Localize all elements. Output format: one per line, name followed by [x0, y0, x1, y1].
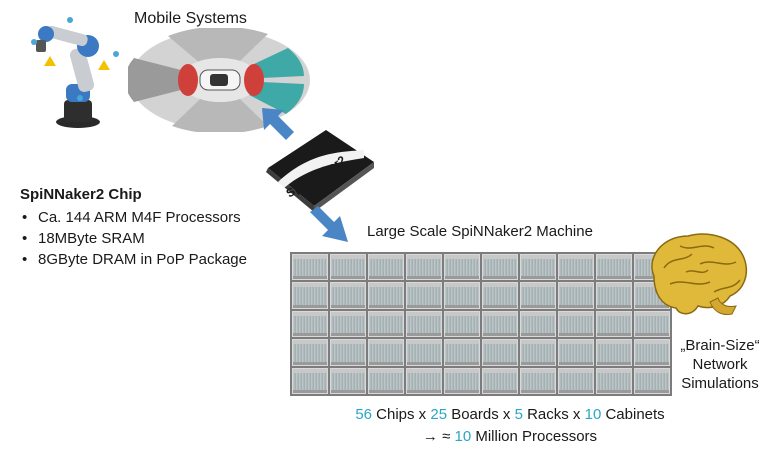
rack-board [368, 282, 404, 309]
boards-label: Boards x [447, 406, 515, 423]
rack-board [292, 282, 328, 309]
machine-title: Large Scale SpiNNaker2 Machine [367, 223, 593, 240]
brain-label-line: „Brain-Size“ [680, 337, 760, 354]
scale-formula: 56 Chips x 25 Boards x 5 Racks x 10 Cabi… [300, 404, 720, 448]
rack-board [330, 282, 366, 309]
machine-rack-grid [290, 252, 672, 396]
rack-board [634, 367, 670, 394]
mobile-systems-title: Mobile Systems [134, 10, 247, 27]
chips-label: Chips x [372, 406, 431, 423]
chips-count: 56 [355, 406, 372, 423]
rack-board [406, 282, 442, 309]
formula-line-1: 56 Chips x 25 Boards x 5 Racks x 10 Cabi… [300, 404, 720, 426]
chip-bullet: 18MByte SRAM [20, 228, 247, 249]
rack-board [558, 282, 594, 309]
chip-bullet: 8GByte DRAM in PoP Package [20, 249, 247, 270]
racks-label: Racks x [522, 406, 585, 423]
rack-board [482, 282, 518, 309]
rack-board [292, 310, 328, 338]
rack-board [558, 254, 594, 281]
rack-board [558, 310, 594, 338]
cabinets-count: 10 [584, 406, 602, 423]
rack-board [482, 367, 518, 394]
rack-board [368, 367, 404, 394]
rack-board [482, 339, 518, 366]
chip-heading: SpiNNaker2 Chip [20, 186, 142, 203]
rack-board [520, 254, 556, 281]
racks-count: 5 [514, 406, 523, 423]
robot-arm-image [31, 17, 119, 128]
rack-board [482, 310, 518, 338]
rack-board [520, 282, 556, 309]
rack-board [292, 254, 328, 281]
rack-board [444, 339, 480, 366]
rack-board [596, 282, 632, 309]
rack-board [482, 254, 518, 281]
brain-label-line: Simulations [681, 375, 759, 392]
rack-board [596, 310, 632, 338]
arrow-chip-to-machine [310, 206, 348, 242]
chip-bullet: Ca. 144 ARM M4F Processors [20, 207, 247, 228]
brain-image [651, 233, 748, 315]
rack-board [406, 254, 442, 281]
processors-label: Million Processors [471, 428, 598, 445]
rack-board [444, 282, 480, 309]
rack-board [520, 310, 556, 338]
rack-board [292, 339, 328, 366]
rack-board [292, 367, 328, 394]
rack-board [406, 310, 442, 338]
chip-spec: SpiNNaker2 Chip Ca. 144 ARM M4F Processo… [20, 184, 247, 270]
rack-board [558, 367, 594, 394]
rack-board [558, 339, 594, 366]
rack-board [368, 310, 404, 338]
processors-count: 10 [454, 428, 472, 445]
arrow-chip-to-mobile [262, 108, 294, 140]
cabinets-label: Cabinets [601, 406, 665, 423]
formula-line-2: → ≈ 10 Million Processors [300, 426, 720, 448]
rack-board [520, 339, 556, 366]
rack-board [444, 367, 480, 394]
rack-board [634, 310, 670, 338]
rack-board [444, 254, 480, 281]
rack-board [368, 339, 404, 366]
rack-board [596, 367, 632, 394]
chip-bullet-list: Ca. 144 ARM M4F Processors 18MByte SRAM … [20, 207, 247, 270]
rack-board [596, 339, 632, 366]
rack-board [444, 310, 480, 338]
brain-label-line: Network [692, 356, 748, 373]
rack-board [406, 339, 442, 366]
spinnaker2-chip-image: SpiNNaker2 [266, 130, 374, 212]
car-sensor-diagram [128, 28, 310, 132]
boards-count: 25 [430, 406, 448, 423]
rack-board [368, 254, 404, 281]
rack-board [406, 367, 442, 394]
rack-board [330, 254, 366, 281]
rack-board [330, 310, 366, 338]
rack-board [596, 254, 632, 281]
rack-board [634, 339, 670, 366]
rack-board [330, 339, 366, 366]
approx-arrow: → ≈ [422, 428, 455, 445]
rack-board [330, 367, 366, 394]
brain-size-label: „Brain-Size“ Network Simulations [672, 336, 768, 393]
rack-board [520, 367, 556, 394]
